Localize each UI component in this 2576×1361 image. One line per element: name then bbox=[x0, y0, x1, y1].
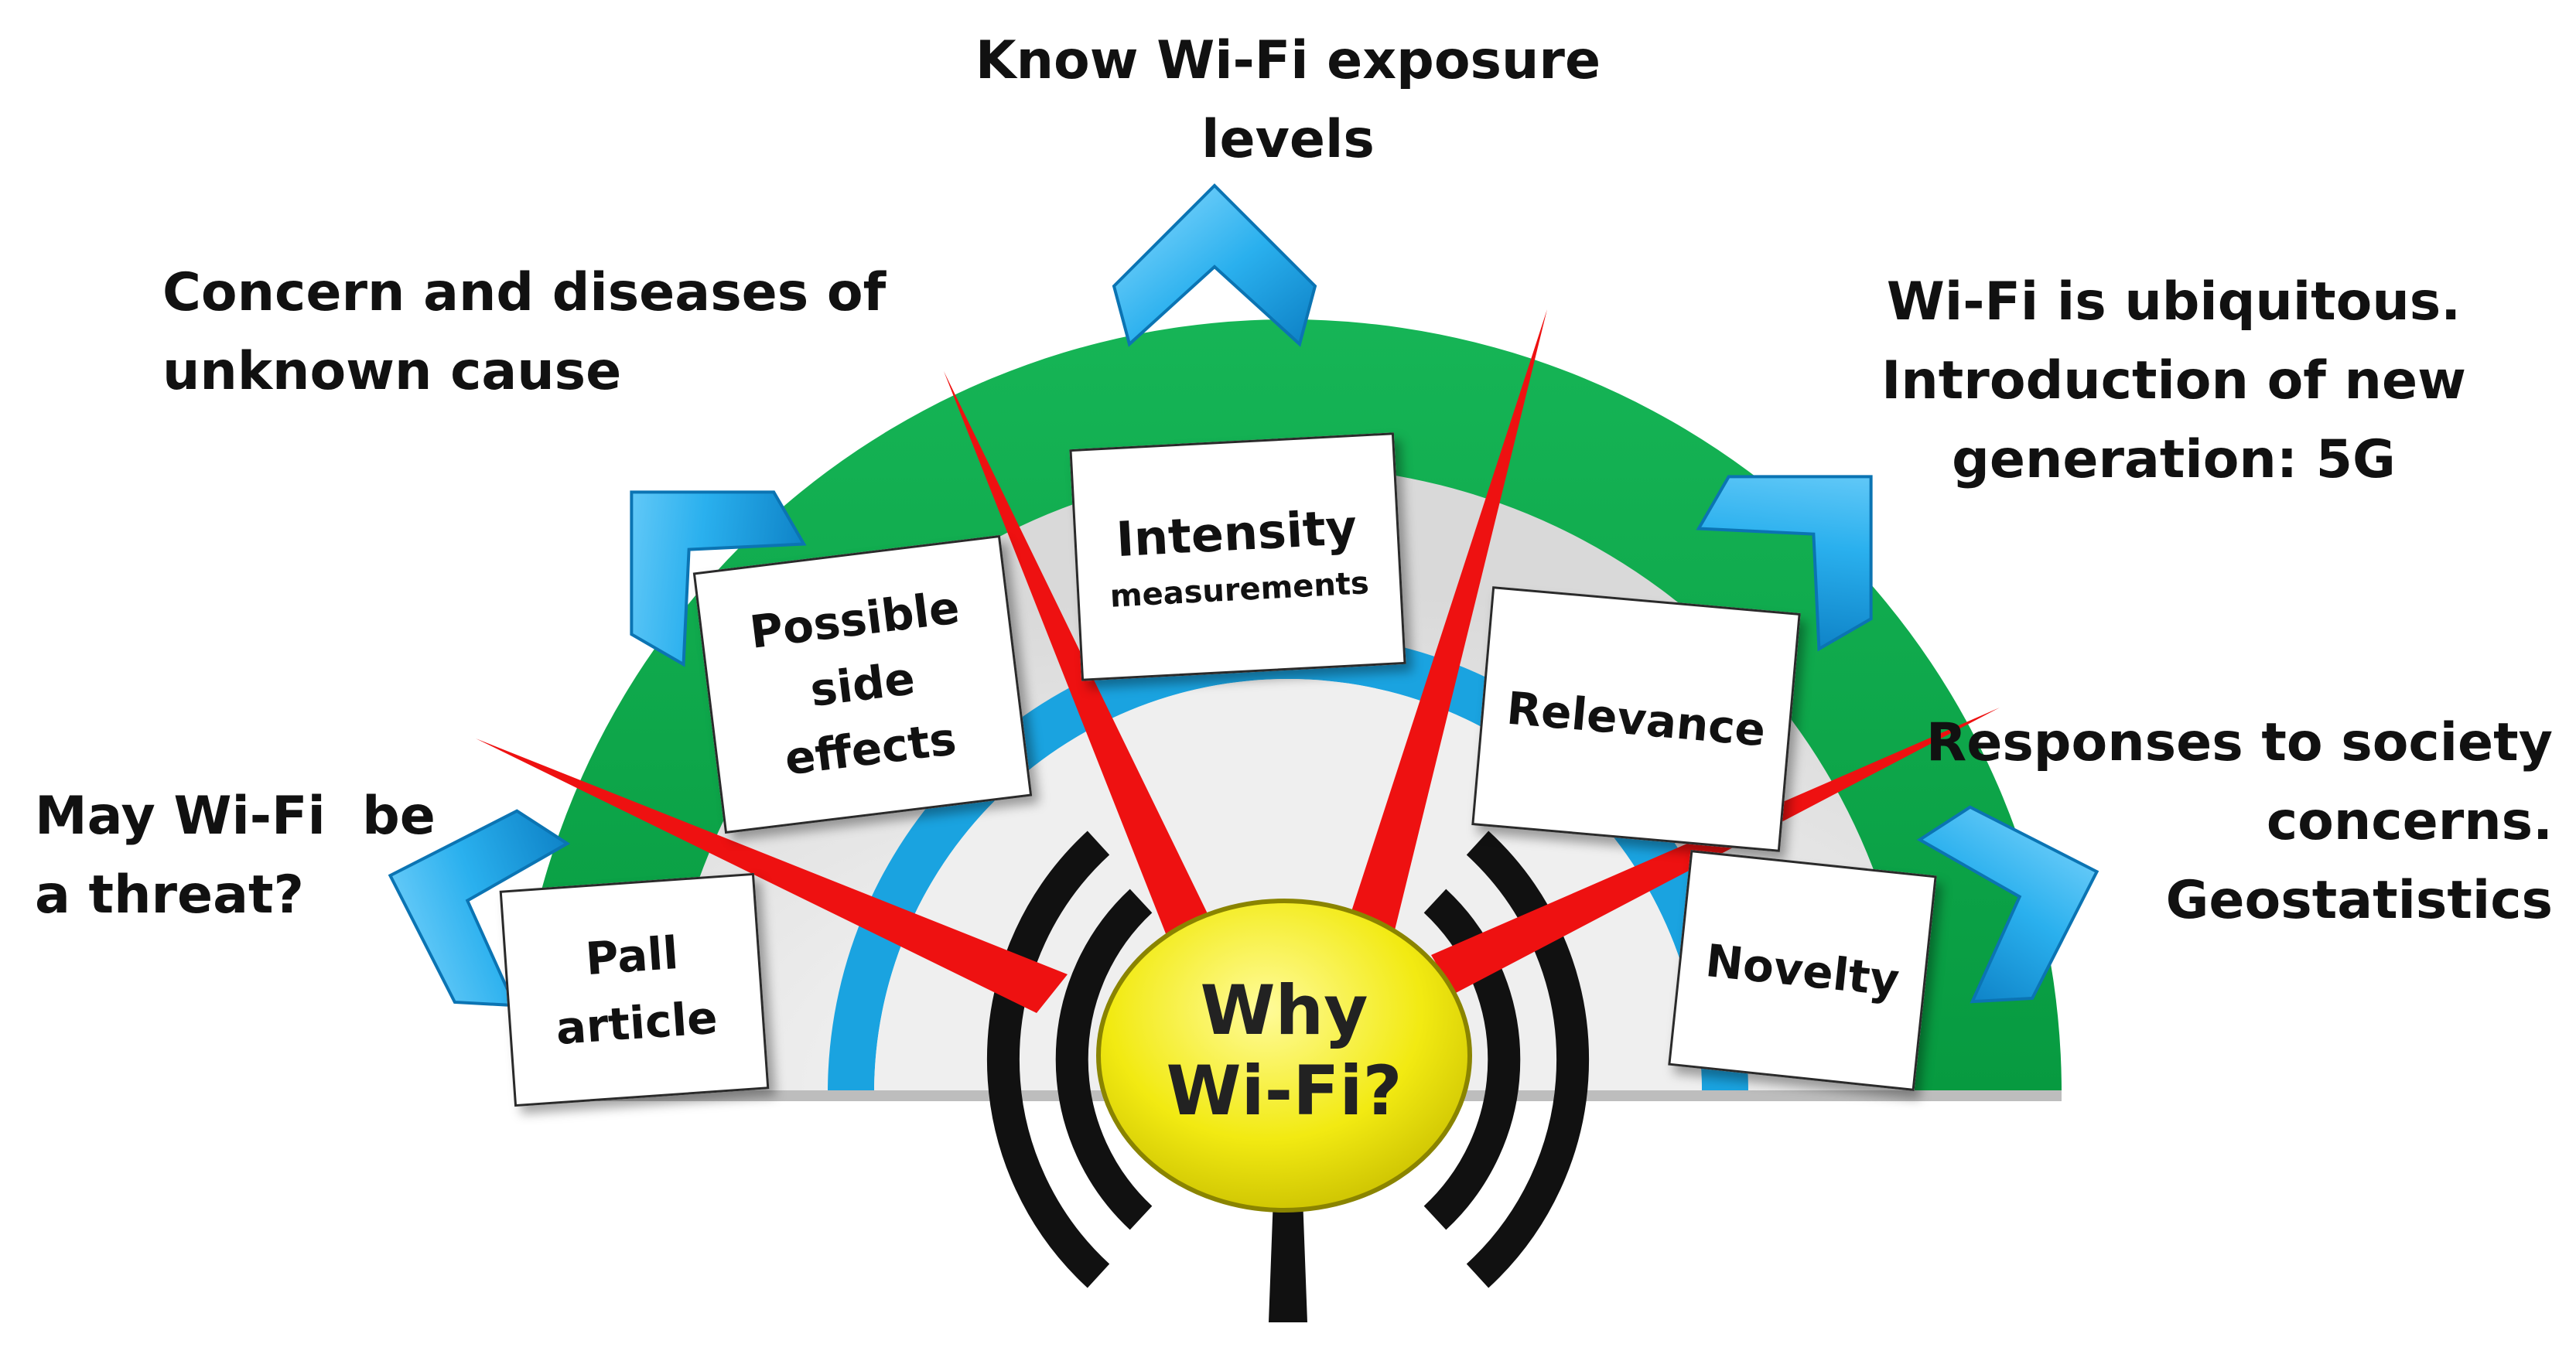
wifi-arc-left-outer bbox=[986, 831, 1110, 1288]
chevron-up-icon bbox=[1696, 475, 1873, 652]
label-responses-line-1: Responses to society bbox=[1925, 712, 2553, 773]
note-relevance-line-1: Relevance bbox=[1505, 681, 1768, 757]
wifi-arc-left-middle bbox=[1055, 889, 1153, 1230]
label-ubiquitous-line-2: Introduction of new bbox=[1881, 350, 2466, 411]
note-pall-line-1: Pall bbox=[583, 926, 681, 986]
label-responses-line-3: Geostatistics bbox=[2165, 870, 2553, 931]
label-concern-and-diseases: Concern and diseases of unknown cause bbox=[162, 254, 936, 411]
center-hub-label: Why Wi-Fi? bbox=[1129, 970, 1439, 1131]
red-spoke bbox=[1431, 708, 2000, 994]
note-intensity-measurements: Intensity measurements bbox=[1069, 432, 1406, 681]
label-ubiquitous-line-3: generation: 5G bbox=[1952, 429, 2396, 490]
label-wifi-is-ubiquitous: Wi-Fi is ubiquitous. Introduction of new… bbox=[1826, 263, 2522, 500]
wifi-arc-right-outer bbox=[1466, 831, 1590, 1288]
note-possible-side-effects: Possible side effects bbox=[692, 534, 1033, 834]
chevron-up-icon bbox=[1916, 805, 2099, 1004]
center-hub bbox=[1096, 899, 1472, 1213]
label-responses-line-2: concerns. bbox=[2266, 791, 2553, 852]
label-exposure-line-1: Know Wi-Fi exposure bbox=[975, 30, 1601, 91]
note-novelty: Novelty bbox=[1668, 850, 1937, 1091]
red-spoke bbox=[944, 371, 1215, 940]
label-concern-line-2: unknown cause bbox=[162, 341, 622, 402]
chevron-up-icon bbox=[1112, 183, 1317, 347]
label-ubiquitous-line-1: Wi-Fi is ubiquitous. bbox=[1886, 271, 2462, 333]
red-spoke bbox=[476, 738, 1068, 1013]
note-novelty-line-1: Novelty bbox=[1703, 934, 1902, 1007]
label-may-wifi-be-a-threat: May Wi-Fi be a threat? bbox=[35, 777, 468, 935]
chevron-up-icon bbox=[630, 490, 807, 667]
note-relevance: Relevance bbox=[1471, 586, 1801, 852]
center-line-2: Wi-Fi? bbox=[1166, 1050, 1402, 1131]
label-threat-line-1: May Wi-Fi be bbox=[35, 786, 436, 847]
label-threat-line-2: a threat? bbox=[35, 865, 304, 926]
label-responses-to-society-concerns: Responses to society concerns. Geostatis… bbox=[1903, 704, 2553, 940]
red-spoke bbox=[1346, 309, 1547, 940]
label-concern-line-1: Concern and diseases of bbox=[162, 262, 887, 323]
label-exposure-line-2: levels bbox=[1201, 109, 1375, 170]
red-spokes bbox=[476, 309, 2000, 1013]
note-pall-article: Pall article bbox=[499, 872, 770, 1107]
note-pall-line-2: article bbox=[554, 991, 719, 1056]
label-know-wifi-exposure-levels: Know Wi-Fi exposure levels bbox=[851, 22, 1725, 179]
center-line-1: Why bbox=[1200, 970, 1368, 1050]
